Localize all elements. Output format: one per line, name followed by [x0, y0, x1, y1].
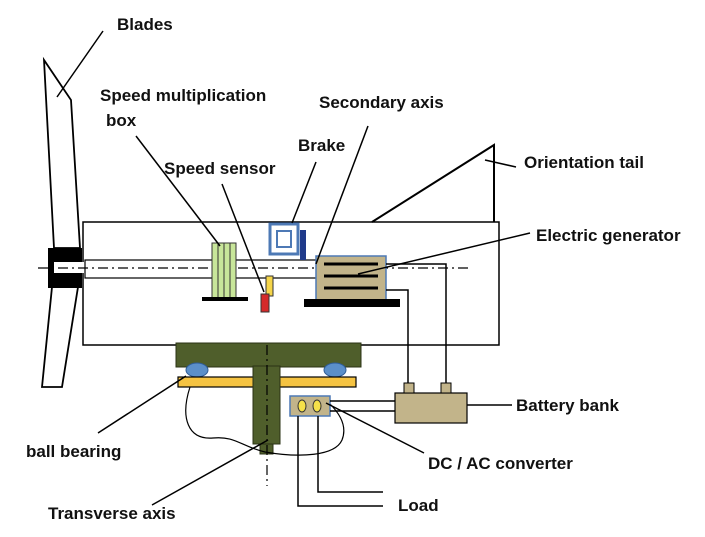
wire-load-1	[297, 416, 383, 507]
speed-sensor-red	[260, 293, 270, 313]
bearing-ball-left	[185, 362, 209, 378]
blade-upper	[42, 56, 81, 249]
label-electric-generator: Electric generator	[536, 226, 681, 245]
label-speed-multiplication-box: box	[106, 111, 137, 130]
label-secondary-axis: Secondary axis	[319, 93, 444, 112]
brake-pad	[300, 230, 306, 260]
cable-loop	[185, 386, 345, 456]
wire-generator-battery-2	[386, 263, 447, 384]
brake-frame	[268, 222, 300, 256]
leader-secondary-axis	[315, 125, 369, 265]
battery-terminal	[403, 382, 415, 394]
brake-inner	[276, 230, 292, 248]
label-ball-bearing: ball bearing	[26, 442, 121, 461]
leader-orientation-tail	[484, 159, 517, 168]
leader-brake	[291, 161, 317, 224]
battery-terminal	[440, 382, 452, 394]
label-speed-multiplication: Speed multiplication	[100, 86, 266, 105]
label-dc-ac-converter: DC / AC converter	[428, 454, 573, 473]
label-orientation-tail: Orientation tail	[524, 153, 644, 172]
wire-load-2	[317, 416, 383, 493]
bearing-ball-right	[323, 362, 347, 378]
leader-lines	[56, 30, 531, 506]
leader-ball-bearing	[97, 375, 187, 434]
generator-base	[304, 299, 400, 307]
leader-electric-generator	[357, 232, 531, 275]
converter-lamp	[297, 399, 307, 413]
label-speed-sensor: Speed sensor	[164, 159, 276, 178]
battery-bank	[394, 392, 468, 424]
leader-speed-multiplication	[135, 135, 221, 247]
hub-center	[54, 262, 84, 273]
dc-ac-converter	[289, 395, 331, 417]
label-battery-bank: Battery bank	[516, 396, 620, 415]
blade-lower	[41, 286, 80, 388]
converter-lamp	[312, 399, 322, 413]
gearbox-stand	[202, 297, 248, 301]
main-shaft	[84, 259, 321, 279]
leader-blades	[56, 30, 104, 98]
wire-generator-battery-1	[386, 289, 409, 384]
label-brake: Brake	[298, 136, 345, 155]
leader-speed-sensor	[221, 183, 265, 293]
label-load: Load	[398, 496, 439, 515]
label-transverse-axis: Transverse axis	[48, 504, 176, 523]
label-blades: Blades	[117, 15, 173, 34]
leader-transverse-axis	[151, 439, 269, 506]
leader-dc-ac-converter	[325, 402, 425, 454]
speed-sensor	[265, 275, 274, 297]
orientation-tail	[371, 143, 495, 223]
